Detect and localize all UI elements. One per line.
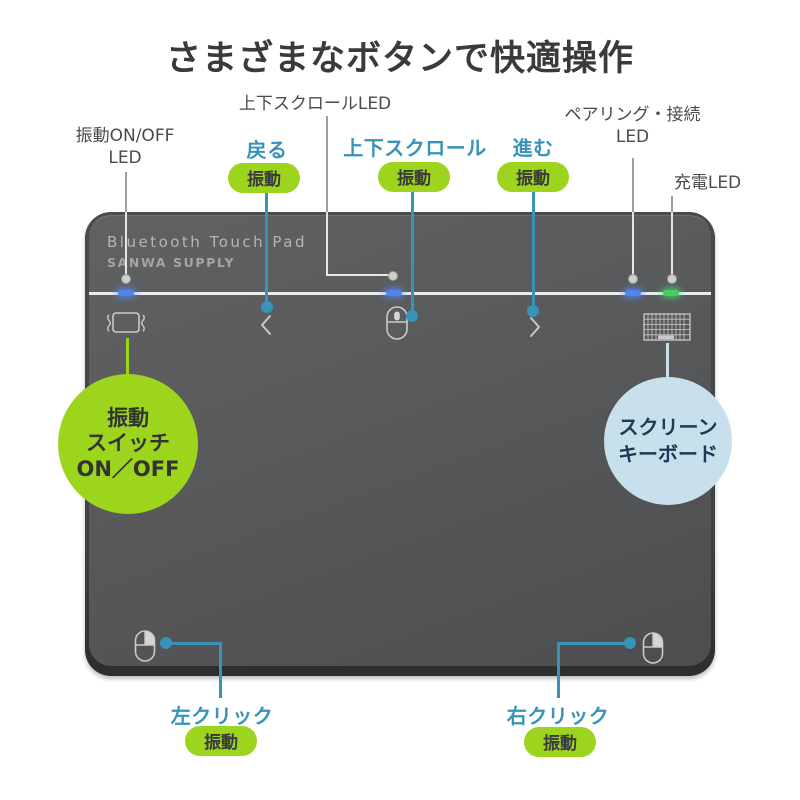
leader-line-vibration-led: [125, 172, 127, 212]
forward-chevron-icon: [528, 316, 542, 338]
back-chevron-icon: [259, 314, 273, 336]
left-click-label: 左クリック: [170, 704, 274, 728]
leader-dot-right-click: [624, 637, 636, 649]
leader-dot-vibration-led: [121, 274, 131, 284]
leader-line-forward: [532, 190, 535, 308]
back-vibration-badge: 振動: [228, 163, 300, 193]
device-brand-text: Bluetooth Touch Pad: [107, 233, 307, 251]
scroll-led-label: 上下スクロールLED: [238, 94, 392, 114]
leader-dot-forward: [527, 305, 539, 317]
leader-line-left-click: [219, 642, 222, 698]
leader-line-pairing-led: [632, 158, 634, 212]
vibration-switch-connector: [126, 338, 129, 378]
left-click-mouse-icon: [133, 629, 157, 663]
leader-line-vibration-led: [125, 212, 127, 276]
scroll-mouse-icon: [384, 305, 410, 341]
right-click-vibration-badge: 振動: [524, 727, 596, 757]
leader-line-scroll-led: [326, 274, 390, 276]
scroll-label: 上下スクロール: [343, 136, 487, 160]
leader-dot-charge-led: [667, 274, 677, 284]
leader-line-pairing-led: [632, 212, 634, 276]
vibration-icon: [103, 308, 149, 338]
screen-keyboard-callout: スクリーン キーボード: [604, 377, 732, 505]
leader-dot-back: [261, 301, 273, 313]
pairing-led: [625, 290, 641, 296]
leader-line-charge-led: [671, 196, 673, 212]
back-label: 戻る: [246, 138, 288, 162]
leader-line-scroll: [411, 190, 414, 312]
leader-line-charge-led: [671, 212, 673, 276]
forward-label: 進む: [512, 136, 554, 160]
charge-led-label: 充電LED: [673, 173, 742, 193]
screen-keyboard-connector: [666, 343, 669, 381]
vibration-led: [118, 290, 134, 296]
screen-keyboard-icon: [643, 313, 691, 341]
leader-dot-scroll: [406, 310, 418, 322]
right-click-label: 右クリック: [506, 704, 610, 728]
vibration-switch-callout: 振動 スイッチ ON／OFF: [58, 374, 198, 514]
leader-line-left-click: [166, 642, 222, 645]
charge-led: [663, 290, 679, 296]
forward-vibration-badge: 振動: [497, 162, 569, 192]
leader-dot-pairing-led: [628, 274, 638, 284]
scroll-vibration-badge: 振動: [378, 162, 450, 192]
leader-dot-scroll-led: [388, 271, 398, 281]
page-title: さまざまなボタンで快適操作: [165, 39, 634, 79]
leader-line-scroll-led: [326, 212, 328, 276]
leader-line-right-click: [557, 642, 560, 698]
device-logo-text: SANWA SUPPLY: [107, 255, 236, 270]
leader-line-back: [265, 192, 268, 304]
leader-line-right-click: [560, 642, 630, 645]
vibration-led-label: 振動ON/OFF LED: [75, 126, 175, 168]
leader-line-scroll-led: [326, 116, 328, 212]
right-click-mouse-icon: [641, 631, 665, 665]
pairing-led-label: ペアリング・接続 LED: [564, 105, 701, 147]
scroll-led: [386, 290, 402, 296]
left-click-vibration-badge: 振動: [185, 726, 257, 756]
